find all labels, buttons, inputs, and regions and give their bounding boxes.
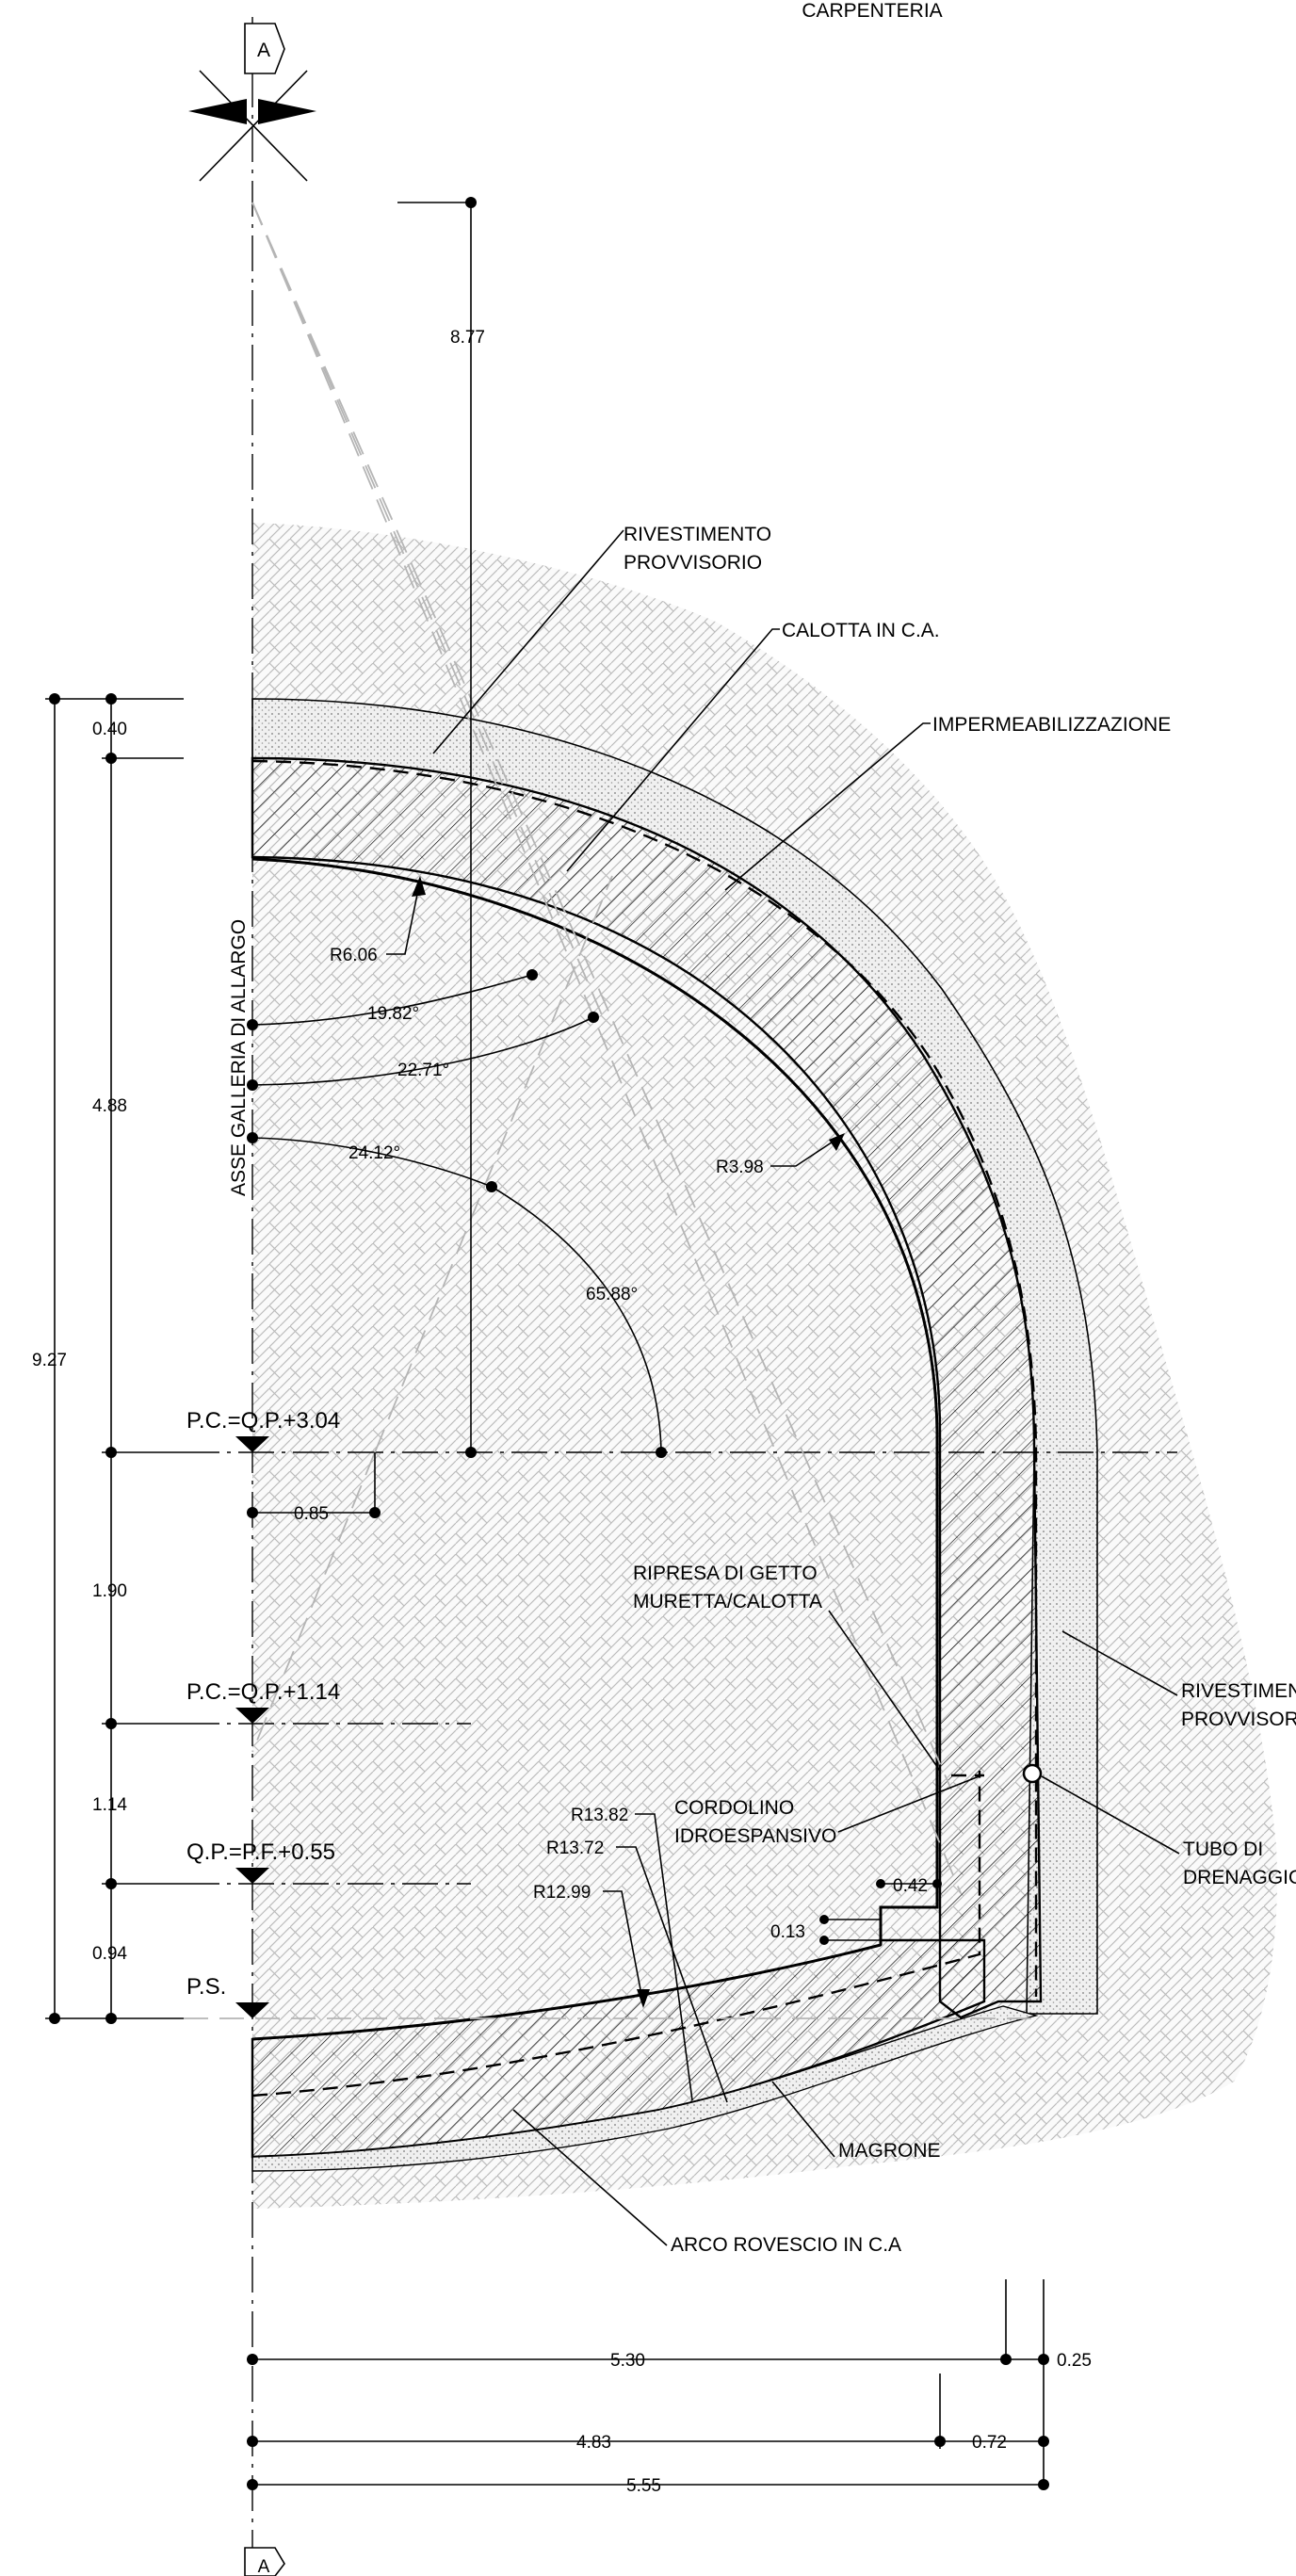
svg-text:0.42: 0.42 — [893, 1876, 928, 1896]
svg-text:A: A — [258, 2557, 270, 2576]
lean-concrete — [251, 2005, 1039, 2172]
waterproofing-line — [251, 759, 1038, 1997]
axis-label: ASSE GALLERIA DI ALLARGO — [228, 919, 250, 1196]
svg-text:P.S.: P.S. — [186, 1974, 226, 2000]
vault-intrados — [251, 857, 939, 1884]
svg-text:P.C.=Q.P.+1.14: P.C.=Q.P.+1.14 — [186, 1679, 340, 1705]
drainage-pipe — [1022, 1763, 1043, 1784]
svg-text:24.12°: 24.12° — [348, 1143, 400, 1163]
svg-text:A: A — [257, 40, 270, 61]
svg-text:0.25: 0.25 — [1057, 2351, 1092, 2371]
svg-text:R3.98: R3.98 — [716, 1158, 764, 1177]
svg-text:0.94: 0.94 — [92, 1944, 127, 1964]
section-marker-top: A — [188, 23, 316, 182]
svg-text:5.30: 5.30 — [610, 2351, 645, 2371]
svg-text:4.83: 4.83 — [576, 2433, 611, 2453]
svg-text:IDROESPANSIVO: IDROESPANSIVO — [674, 1825, 836, 1847]
svg-text:IMPERMEABILIZZAZIONE: IMPERMEABILIZZAZIONE — [932, 714, 1171, 736]
level-marks: P.C.=Q.P.+3.04 P.C.=Q.P.+1.14 Q.P.=P.F.+… — [186, 1408, 340, 2018]
svg-text:MURETTA/CALOTTA: MURETTA/CALOTTA — [633, 1591, 822, 1612]
svg-text:4.88: 4.88 — [92, 1096, 127, 1116]
svg-text:P.C.=Q.P.+3.04: P.C.=Q.P.+3.04 — [186, 1408, 340, 1434]
svg-text:Q.P.=P.F.+0.55: Q.P.=P.F.+0.55 — [186, 1839, 335, 1865]
svg-text:CALOTTA IN C.A.: CALOTTA IN C.A. — [782, 620, 940, 641]
svg-text:MAGRONE: MAGRONE — [838, 2140, 941, 2162]
drawing-title: CARPENTERIA — [802, 0, 942, 22]
svg-text:R13.82: R13.82 — [571, 1806, 628, 1825]
radius-leaders: R6.06 R3.98 R13.82 R13.72 R12.99 — [330, 876, 845, 2103]
svg-text:PROVVISORIO: PROVVISORIO — [1181, 1709, 1296, 1730]
svg-text:22.71°: 22.71° — [397, 1061, 449, 1080]
svg-text:RIPRESA DI GETTO: RIPRESA DI GETTO — [633, 1563, 818, 1584]
svg-text:0.40: 0.40 — [92, 720, 127, 739]
svg-text:5.55: 5.55 — [626, 2476, 661, 2496]
angle-annotations: 19.82° 22.71° 24.12° 65.88° — [247, 969, 667, 1458]
section-marker-bottom: A — [244, 2547, 285, 2576]
bottom-dimensions: 5.30 0.25 4.83 0.72 5.55 — [247, 2279, 1092, 2496]
dim-085: 0.85 — [247, 1452, 381, 1524]
svg-text:65.88°: 65.88° — [586, 1285, 638, 1304]
invert-dashed-line — [251, 1771, 981, 2098]
svg-text:8.77: 8.77 — [450, 328, 485, 348]
svg-text:RIVESTIMENTO: RIVESTIMENTO — [1181, 1680, 1296, 1702]
svg-text:0.72: 0.72 — [972, 2433, 1007, 2453]
svg-text:DRENAGGIO: DRENAGGIO — [1183, 1867, 1296, 1888]
svg-text:1.90: 1.90 — [92, 1581, 127, 1601]
muretta-step — [879, 1884, 939, 1945]
svg-text:ARCO ROVESCIO IN C.A: ARCO ROVESCIO IN C.A — [671, 2234, 901, 2256]
svg-text:CORDOLINO: CORDOLINO — [674, 1797, 794, 1819]
svg-text:TUBO DI: TUBO DI — [1183, 1839, 1263, 1860]
step-dimensions: 0.42 0.13 — [770, 1876, 942, 1945]
dim-877: 8.77 — [397, 197, 485, 1458]
svg-text:R12.99: R12.99 — [533, 1883, 591, 1903]
invert-intrados — [251, 1943, 882, 2041]
svg-text:19.82°: 19.82° — [367, 1004, 419, 1024]
svg-text:R6.06: R6.06 — [330, 946, 378, 965]
left-dimensions: 0.40 4.88 9.27 1.90 1.14 0.94 — [32, 693, 184, 2024]
callout-labels: RIVESTIMENTO PROVVISORIO CALOTTA IN C.A.… — [432, 524, 1296, 2256]
svg-text:1.14: 1.14 — [92, 1795, 127, 1815]
svg-text:0.13: 0.13 — [770, 1922, 805, 1942]
construction-lines — [251, 202, 962, 1894]
svg-text:RIVESTIMENTO: RIVESTIMENTO — [624, 524, 771, 545]
svg-text:9.27: 9.27 — [32, 1351, 67, 1370]
svg-text:PROVVISORIO: PROVVISORIO — [624, 552, 762, 574]
svg-text:0.85: 0.85 — [294, 1504, 329, 1524]
svg-text:R13.72: R13.72 — [546, 1839, 604, 1858]
